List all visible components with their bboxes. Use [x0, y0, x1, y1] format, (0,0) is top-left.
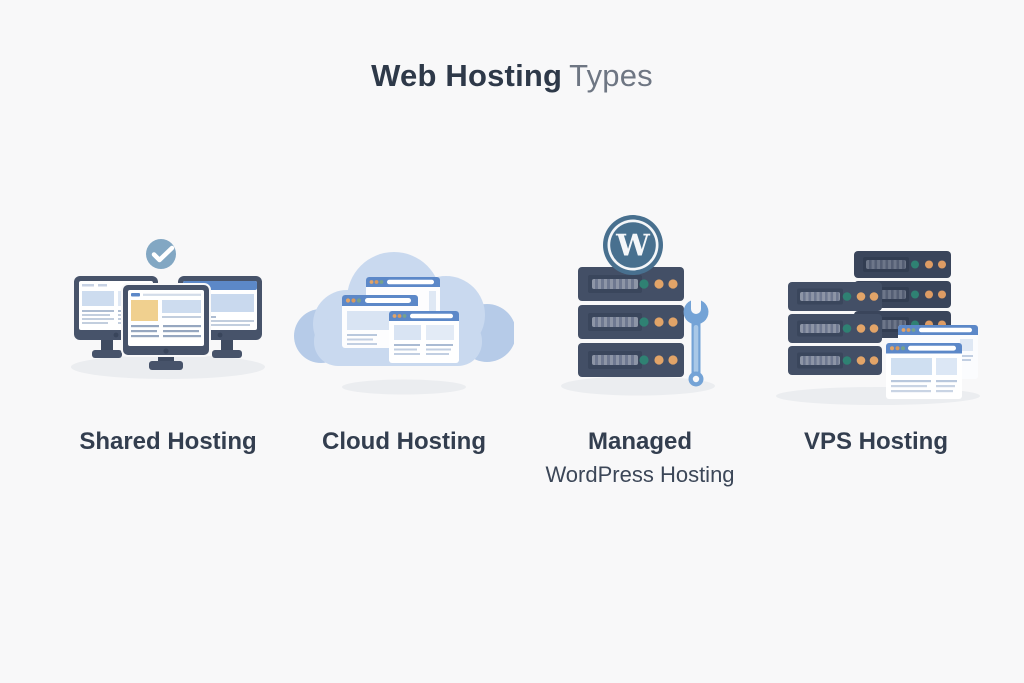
- managed-wordpress-illustration: W: [522, 210, 758, 400]
- cloud-hosting-illustration: [286, 210, 522, 400]
- browser-window-icon: [886, 343, 962, 399]
- monitor-icon: [121, 283, 211, 370]
- hosting-type-label: VPS Hosting: [803, 428, 948, 455]
- title-primary: Web Hosting: [371, 58, 563, 93]
- vps-server-stack-browsers-icon: [776, 251, 980, 405]
- hosting-type-sublabel: WordPress Hosting: [545, 462, 735, 487]
- hosting-type-card-vps: VPS Hosting: [758, 210, 994, 488]
- shadow: [342, 379, 466, 395]
- wordpress-logo-icon: W: [603, 215, 663, 275]
- shared-hosting-monitors-icon: [71, 239, 265, 379]
- managed-wordpress-server-wrench-icon: W: [561, 215, 715, 396]
- hosting-type-card-cloud: Cloud Hosting: [286, 210, 522, 488]
- hosting-types-row: Shared Hosting: [50, 210, 994, 488]
- browser-window-icon: [389, 311, 459, 363]
- hosting-type-label: Shared Hosting: [79, 428, 257, 455]
- wrench-icon: [683, 300, 709, 387]
- svg-text:W: W: [615, 229, 651, 264]
- server-stack-front-icon: [788, 282, 882, 375]
- hosting-type-card-shared: Shared Hosting: [50, 210, 286, 488]
- cloud-hosting-cloud-servers-icon: [294, 252, 514, 395]
- shadow: [561, 376, 715, 396]
- vps-hosting-illustration: [758, 210, 994, 405]
- check-circle-icon: [146, 239, 176, 269]
- hosting-type-label: Managed: [587, 428, 692, 455]
- server-stack-icon: [578, 267, 684, 377]
- title-secondary: Types: [569, 58, 653, 93]
- hosting-type-label: Cloud Hosting: [322, 428, 486, 455]
- shared-hosting-illustration: [50, 210, 286, 400]
- hosting-type-card-managed-wordpress: W Managed WordPress Hosting: [522, 210, 758, 488]
